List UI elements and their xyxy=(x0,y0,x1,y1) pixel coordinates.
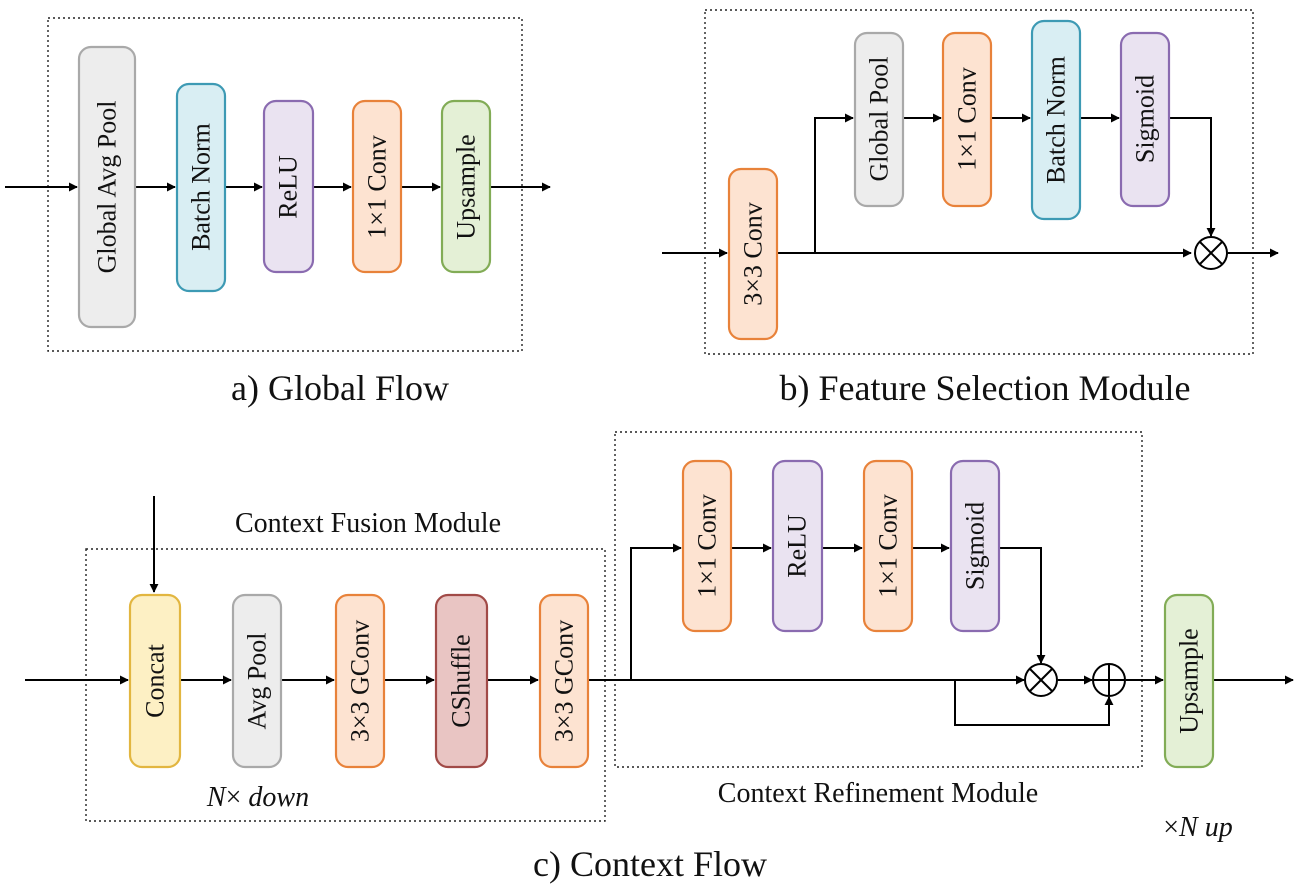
block-relu: ReLU xyxy=(262,99,315,274)
block-global-pool-box xyxy=(853,31,905,208)
block-sigmoid: Sigmoid xyxy=(1119,31,1171,208)
block-refine-relu-label: ReLU xyxy=(783,514,812,578)
block-conv-3x3-box xyxy=(727,167,779,341)
block-batch-norm: Batch Norm xyxy=(175,82,227,293)
block-cshuffle: CShuffle xyxy=(434,593,489,769)
block-upsample-label: Upsample xyxy=(452,134,481,239)
block-refine-sigmoid-label: Sigmoid xyxy=(961,502,990,590)
block-batch-norm-label: Batch Norm xyxy=(187,123,216,251)
times-n-up-label: ×N up xyxy=(1163,812,1232,843)
block-refine-sigmoid: Sigmoid xyxy=(949,459,1001,633)
block-refine-relu-box xyxy=(771,459,824,633)
block-refine-sigmoid-box xyxy=(949,459,1001,633)
n-down-word: down xyxy=(248,782,309,813)
block-gconv-3x3-second-box xyxy=(538,593,590,769)
block-cshuffle-label: CShuffle xyxy=(447,634,476,727)
block-refine-conv-1x1-first-box xyxy=(681,459,733,633)
block-refine-conv-1x1-first-label: 1×1 Conv xyxy=(693,494,722,598)
n-up-n: N xyxy=(1178,812,1199,843)
n-down-times: × xyxy=(226,782,249,813)
block-fs-conv-1x1-label: 1×1 Conv xyxy=(953,67,982,171)
multiply-icon xyxy=(1024,663,1058,697)
block-fs-conv-1x1: 1×1 Conv xyxy=(941,31,993,208)
block-upsample-box xyxy=(440,99,492,274)
block-global-pool-label: Global Pool xyxy=(865,57,894,182)
block-global-avg-pool: Global Avg Pool xyxy=(77,45,137,329)
block-global-avg-pool-box xyxy=(77,45,137,329)
feature-selection-frame xyxy=(704,9,1254,355)
context-fusion-frame xyxy=(85,548,606,822)
panel-feature-selection-module: 3×3 Conv Global Pool 1×1 Conv Batch Norm… xyxy=(662,9,1279,408)
block-fs-batch-norm: Batch Norm xyxy=(1030,19,1082,221)
block-avg-pool: Avg Pool xyxy=(231,593,283,769)
block-concat-box xyxy=(128,593,182,769)
block-avg-pool-label: Avg Pool xyxy=(243,632,272,729)
caption-global-flow: a) Global Flow xyxy=(231,368,449,408)
n-times-down-label: N× down xyxy=(206,782,309,813)
context-refinement-label: Context Refinement Module xyxy=(718,778,1038,809)
block-gconv-3x3-first: 3×3 GConv xyxy=(334,593,386,769)
block-fs-conv-1x1-box xyxy=(941,31,993,208)
context-fusion-label: Context Fusion Module xyxy=(235,508,501,539)
block-conv-1x1-box xyxy=(351,99,403,274)
n-down-n: N xyxy=(206,782,227,813)
block-conv-3x3: 3×3 Conv xyxy=(727,167,779,341)
block-relu-label: ReLU xyxy=(274,155,303,219)
block-output-upsample-box xyxy=(1163,593,1215,769)
block-relu-box xyxy=(262,99,315,274)
feature-selection-connections xyxy=(662,113,1279,258)
block-global-avg-pool-label: Global Avg Pool xyxy=(93,101,122,274)
block-conv-3x3-label: 3×3 Conv xyxy=(739,202,768,306)
block-refine-relu: ReLU xyxy=(771,459,824,633)
n-up-times: × xyxy=(1163,812,1179,843)
n-up-space xyxy=(1198,812,1205,843)
block-fs-batch-norm-label: Batch Norm xyxy=(1042,56,1071,184)
block-global-pool: Global Pool xyxy=(853,31,905,208)
block-sigmoid-box xyxy=(1119,31,1171,208)
n-up-word: up xyxy=(1205,812,1233,843)
block-concat: Concat xyxy=(128,593,182,769)
block-gconv-3x3-first-box xyxy=(334,593,386,769)
context-flow-connections xyxy=(25,496,1294,726)
block-conv-1x1: 1×1 Conv xyxy=(351,99,403,274)
block-batch-norm-box xyxy=(175,82,227,293)
context-refinement-frame xyxy=(614,431,1143,768)
block-concat-label: Concat xyxy=(141,643,170,717)
global-flow-frame xyxy=(47,17,523,352)
block-refine-conv-1x1-second-box xyxy=(862,459,914,633)
block-gconv-3x3-first-label: 3×3 GConv xyxy=(346,620,375,742)
block-cshuffle-box xyxy=(434,593,489,769)
block-upsample: Upsample xyxy=(440,99,492,274)
block-gconv-3x3-second: 3×3 GConv xyxy=(538,593,590,769)
block-avg-pool-box xyxy=(231,593,283,769)
block-refine-conv-1x1-second: 1×1 Conv xyxy=(862,459,914,633)
block-output-upsample-label: Upsample xyxy=(1175,628,1204,733)
block-refine-conv-1x1-first: 1×1 Conv xyxy=(681,459,733,633)
block-refine-conv-1x1-second-label: 1×1 Conv xyxy=(874,494,903,598)
add-icon xyxy=(1092,663,1126,697)
caption-context-flow: c) Context Flow xyxy=(533,844,767,884)
block-sigmoid-label: Sigmoid xyxy=(1131,75,1160,163)
block-output-upsample: Upsample xyxy=(1163,593,1215,769)
multiply-icon xyxy=(1194,236,1228,270)
panel-global-flow: Global Avg Pool Batch Norm ReLU 1×1 Conv… xyxy=(5,17,551,408)
block-conv-1x1-label: 1×1 Conv xyxy=(363,135,392,239)
caption-feature-selection-module: b) Feature Selection Module xyxy=(780,368,1191,408)
block-gconv-3x3-second-label: 3×3 GConv xyxy=(550,620,579,742)
block-fs-batch-norm-box xyxy=(1030,19,1082,221)
panel-context-flow: Context Fusion Module Context Refinement… xyxy=(25,431,1294,884)
